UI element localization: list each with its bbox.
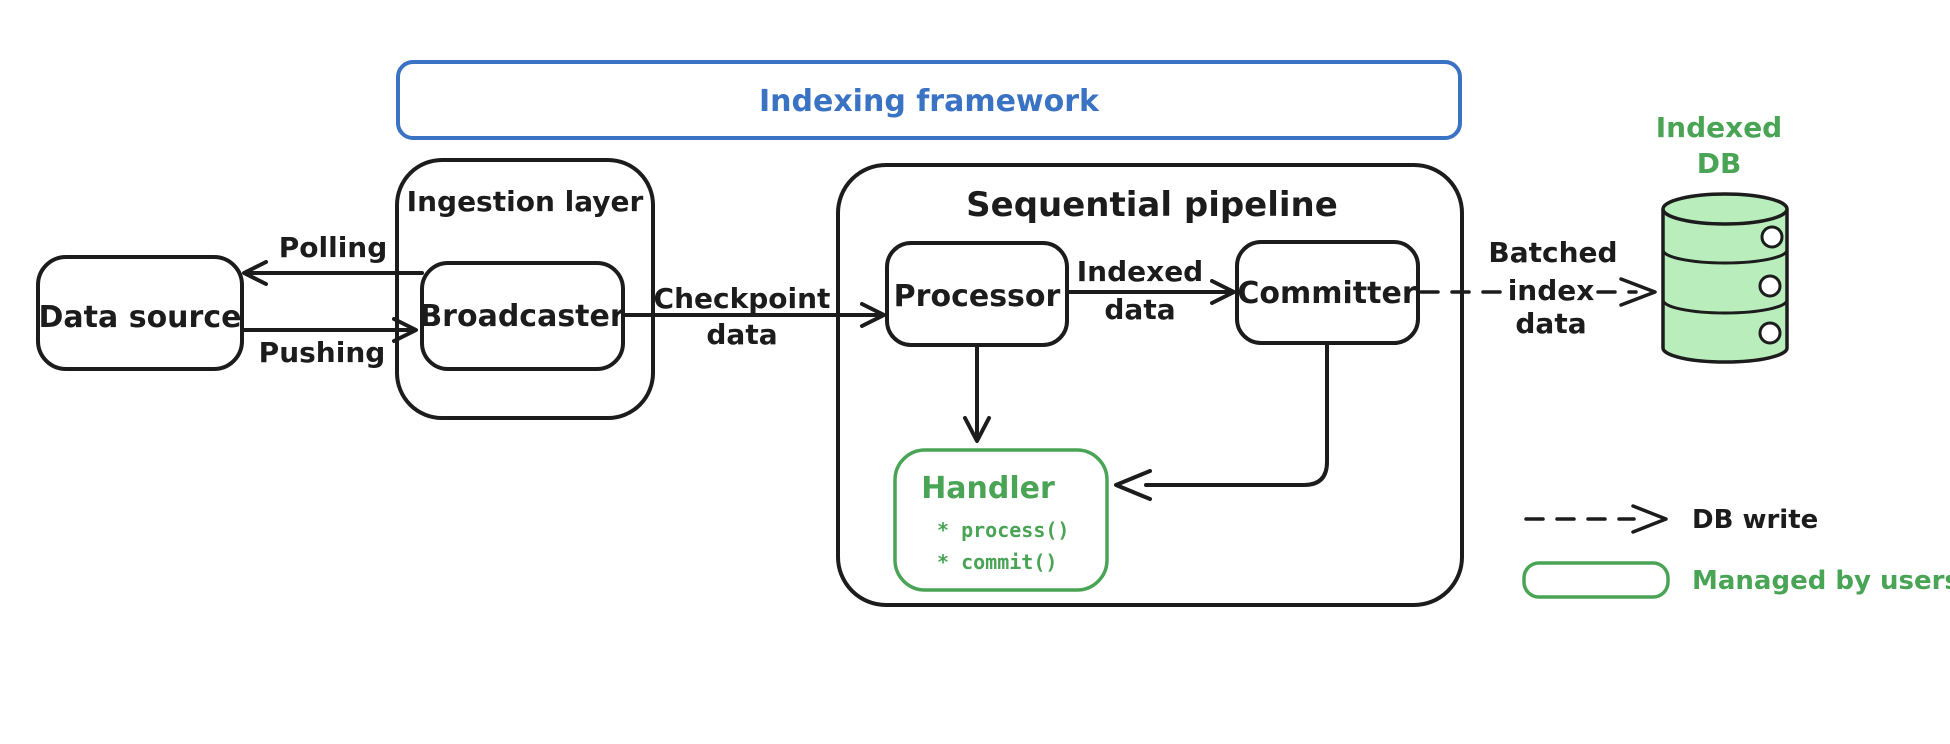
polling-label: Polling — [279, 231, 388, 264]
broadcaster-label: Broadcaster — [419, 299, 625, 334]
data-source-label: Data source — [39, 300, 242, 335]
pushing-arrow — [240, 317, 418, 343]
batched-index-data-label-line3: data — [1515, 307, 1586, 340]
sequential-pipeline-label: Sequential pipeline — [966, 185, 1338, 225]
pushing-label: Pushing — [259, 336, 386, 369]
indexed-data-label-line1: Indexed — [1077, 255, 1203, 288]
indexed-db-label-line2: DB — [1697, 147, 1742, 180]
handler-method-process: * process() — [937, 518, 1069, 542]
legend-db-write-arrow — [1524, 504, 1668, 534]
checkpoint-data-label-line1: Checkpoint — [654, 282, 831, 315]
indexed-data-label-line2: data — [1104, 293, 1175, 326]
checkpoint-data-label-line2: data — [706, 318, 777, 351]
database-icon — [1661, 192, 1789, 364]
processor-to-handler-arrow — [963, 343, 991, 443]
indexed-data-arrow — [1065, 279, 1236, 305]
legend-managed-box — [1522, 561, 1670, 599]
ingestion-layer-box — [395, 158, 655, 420]
processor-label: Processor — [894, 279, 1061, 314]
sequential-pipeline-box — [836, 163, 1464, 607]
legend-managed-label: Managed by users — [1692, 566, 1950, 596]
polling-arrow — [242, 260, 424, 286]
ingestion-layer-label: Ingestion layer — [407, 185, 644, 218]
handler-node — [893, 448, 1109, 592]
handler-method-commit: * commit() — [937, 550, 1057, 574]
committer-label: Committer — [1237, 276, 1416, 311]
batched-index-data-label-line2: index — [1508, 274, 1595, 307]
batched-index-data-label-line1: Batched — [1488, 236, 1617, 269]
db-write-arrow — [1419, 277, 1657, 307]
handler-label: Handler — [921, 471, 1055, 506]
committer-to-handler-arrow — [1114, 341, 1329, 501]
indexed-db-label-line1: Indexed — [1656, 111, 1782, 144]
data-source-node — [36, 255, 244, 371]
legend-db-write-label: DB write — [1692, 505, 1818, 535]
indexing-framework-title: Indexing framework — [759, 84, 1100, 119]
indexing-framework-frame — [396, 60, 1462, 140]
